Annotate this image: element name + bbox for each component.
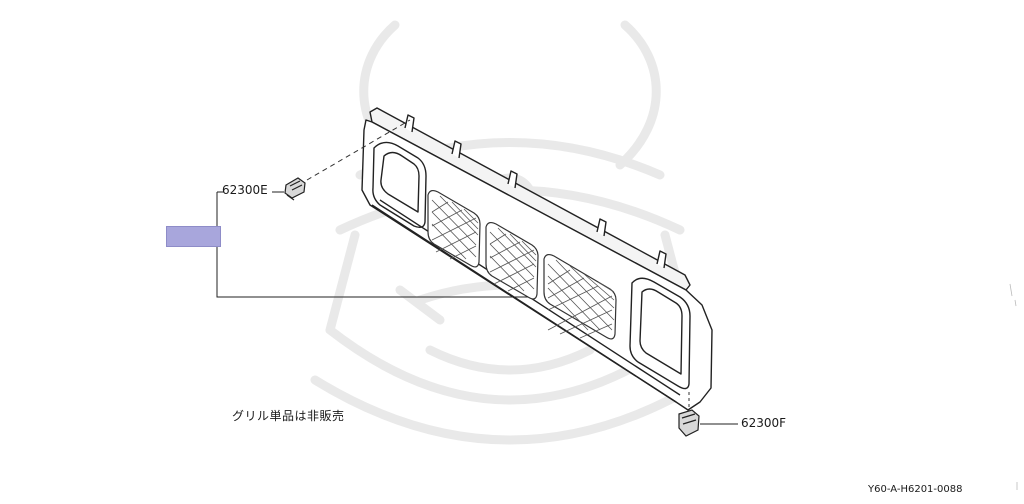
diagram-reference-code: Y60-A-H6201-0088	[868, 484, 963, 495]
mesh-pattern	[431, 195, 615, 339]
clip-assembly-guide	[306, 119, 411, 181]
scan-marks	[1009, 283, 1018, 490]
part-highlight-box[interactable]	[166, 226, 221, 247]
grille-not-sold-note: グリル単品は非販売	[232, 409, 345, 423]
leader-lines	[216, 191, 738, 425]
clip-62300f	[678, 409, 700, 437]
part-number-62300e[interactable]: 62300E	[222, 183, 268, 197]
part-number-62300f[interactable]: 62300F	[741, 416, 787, 430]
clip-62300e	[284, 177, 306, 201]
